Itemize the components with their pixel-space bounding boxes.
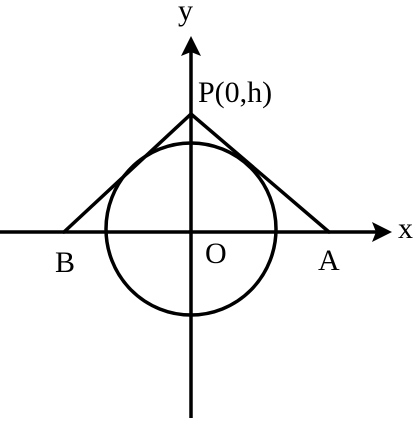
point-p-label: P(0,h) — [198, 76, 272, 109]
y-axis-label: y — [178, 0, 193, 27]
point-a-label: A — [318, 244, 340, 277]
line-pa — [189, 112, 331, 234]
y-axis-arrowhead — [181, 36, 201, 56]
x-axis-label: x — [398, 212, 413, 245]
origin-label: O — [205, 237, 227, 270]
x-axis-arrowhead — [372, 222, 392, 242]
point-b-label: B — [55, 246, 75, 279]
inscribed-circle — [104, 141, 278, 317]
line-pb — [62, 112, 193, 234]
